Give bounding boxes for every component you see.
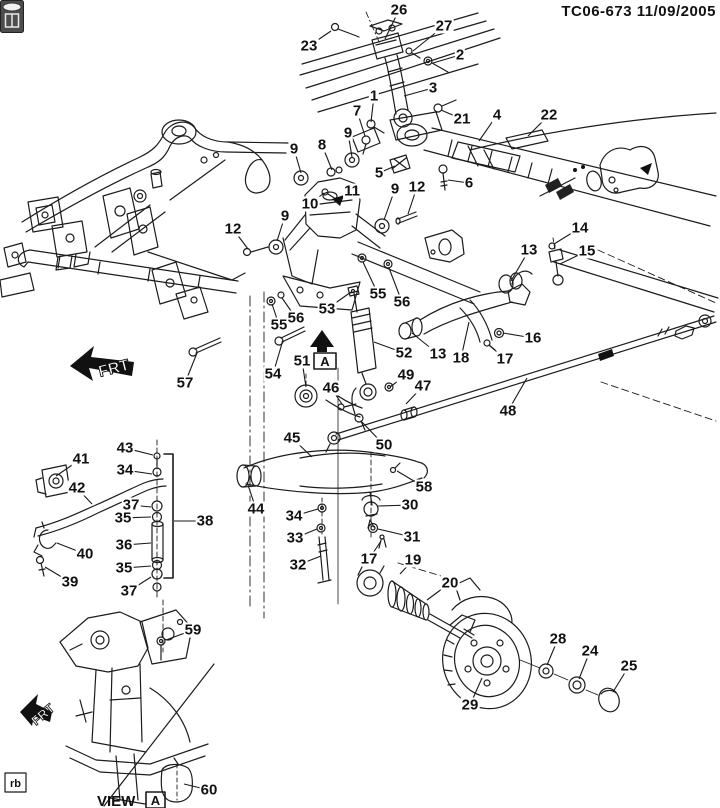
leader-line-9 (293, 148, 302, 174)
leader-line-40 (56, 542, 86, 555)
view-marker-a: A (151, 793, 161, 808)
leader-line-55 (271, 303, 280, 326)
leader-line-35 (123, 565, 152, 569)
leader-line-15 (559, 250, 588, 265)
leader-line-44 (246, 481, 257, 510)
leader-line-2 (432, 54, 461, 64)
leader-line-13 (411, 332, 439, 355)
leader-line-7 (356, 110, 366, 137)
detail-arrow-a: A (310, 330, 337, 370)
leader-line-8 (321, 144, 333, 171)
leader-line-36 (123, 542, 152, 546)
view-a-caption: VIEW A (97, 791, 166, 808)
leader-line-52 (373, 341, 405, 354)
shackle-link-art (330, 11, 457, 155)
leader-line-49 (389, 374, 407, 388)
leader-line-37 (128, 576, 152, 592)
leader-line-57 (184, 352, 198, 384)
leader-line-47 (405, 385, 424, 405)
leader-line-18 (460, 321, 470, 359)
leader-line-32 (297, 555, 322, 566)
leader-line-55 (362, 261, 379, 295)
leader-line-50 (361, 421, 385, 446)
leader-line-28 (546, 638, 559, 666)
leader-line-17 (368, 540, 382, 560)
leader-line-20 (426, 582, 451, 601)
leader-line-12 (407, 186, 418, 215)
leader-line-58 (396, 470, 425, 488)
view-label: VIEW (97, 793, 136, 808)
leader-line-9 (383, 188, 396, 221)
leader-line-27 (412, 25, 445, 52)
leader-line-45 (291, 437, 313, 458)
leader-line-4 (478, 114, 498, 142)
leader-line-11 (339, 190, 353, 201)
crossmember-art (188, 152, 481, 357)
leader-line-29 (469, 677, 483, 706)
leader-line-26 (384, 9, 400, 40)
publisher-icon (0, 0, 24, 33)
leader-line-12 (232, 228, 249, 250)
leader-line-39 (44, 566, 71, 583)
detail-marker-a: A (320, 354, 330, 369)
leader-line-1 (370, 95, 375, 123)
leader-line-17 (488, 344, 506, 360)
leader-line-43 (124, 447, 154, 456)
leader-line-42 (76, 487, 93, 505)
right-frame-rail-art (423, 112, 719, 313)
leader-line-6 (447, 179, 470, 184)
leader-line-23 (308, 30, 332, 47)
leader-line-60 (183, 783, 210, 791)
leader-line-9 (276, 215, 286, 242)
leader-line-56 (281, 297, 297, 319)
leader-line-30 (377, 504, 411, 507)
leader-line-25 (612, 665, 630, 693)
leader-line-46 (330, 387, 343, 405)
construction-lines-art (249, 249, 717, 619)
leader-line-24 (578, 650, 591, 680)
leader-line-5 (378, 165, 396, 174)
leader-line-53 (326, 291, 352, 310)
leader-line-22 (527, 114, 550, 137)
leader-line-51 (301, 360, 307, 388)
leader-line-13 (510, 249, 530, 282)
leader-line-34 (293, 508, 319, 517)
axle-hub-art (356, 565, 620, 713)
leader-line-9 (347, 132, 353, 158)
leader-line-19 (399, 559, 414, 575)
leader-line-37 (130, 504, 152, 508)
stabilizer-bar-art (33, 439, 174, 601)
leader-line-21 (440, 109, 463, 120)
leader-line-41 (55, 458, 82, 477)
leader-line-16 (502, 332, 534, 339)
lower-control-arm-art (236, 449, 428, 584)
tie-rod-art (325, 314, 717, 453)
leader-line-35 (122, 516, 152, 519)
leader-line-33 (294, 528, 318, 539)
leader-line-14 (553, 227, 581, 245)
left-frame-art (0, 119, 289, 320)
leader-line-54 (272, 339, 284, 375)
leader-line-34 (124, 469, 153, 475)
corner-mark-box: rb (4, 772, 27, 793)
leaf-rail-art (299, 12, 501, 113)
leader-line-48 (507, 377, 528, 412)
leader-line-56 (388, 267, 403, 303)
corner-mark-label: rb (10, 778, 21, 790)
leader-line-59 (165, 629, 194, 641)
drawing-number-title: TC06-673 11/09/2005 (561, 3, 716, 20)
upper-control-arm-art (398, 237, 564, 351)
view-a-inset-art (59, 599, 215, 807)
leader-line-31 (377, 528, 413, 538)
leader-line-3 (403, 87, 434, 97)
leader-line-10 (309, 192, 325, 205)
